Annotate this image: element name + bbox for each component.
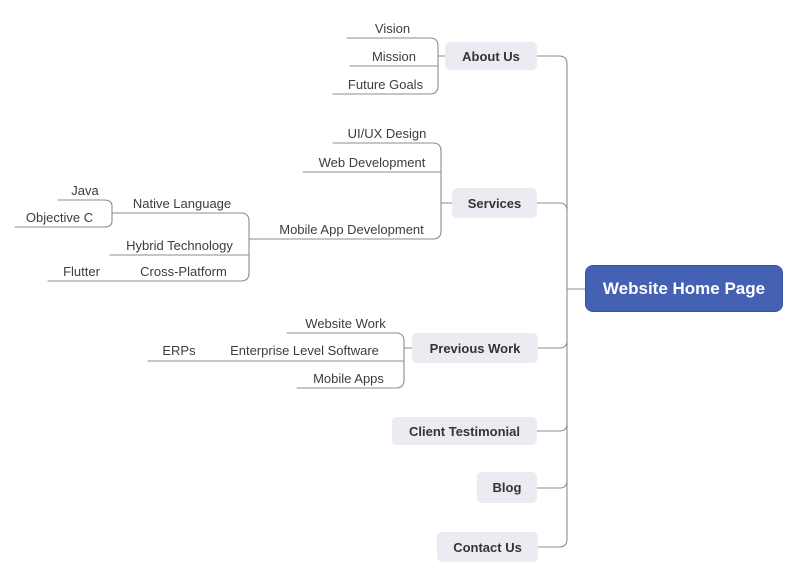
topic-native-language[interactable]: Native Language <box>132 196 232 211</box>
branch-services[interactable]: Services <box>452 188 537 218</box>
topic-erps[interactable]: ERPs <box>162 343 196 358</box>
topic-future-goals[interactable]: Future Goals <box>347 77 424 92</box>
branch-blog[interactable]: Blog <box>477 472 537 503</box>
topic-objective-c[interactable]: Objective C <box>25 210 94 225</box>
topic-website-work[interactable]: Website Work <box>305 316 386 331</box>
topic-uiux-design[interactable]: UI/UX Design <box>347 126 427 141</box>
branch-contact-us[interactable]: Contact Us <box>437 532 538 562</box>
topic-java[interactable]: Java <box>71 183 99 198</box>
topic-mobile-apps[interactable]: Mobile Apps <box>313 371 384 386</box>
topic-cross-platform[interactable]: Cross-Platform <box>140 264 227 279</box>
branch-client-testimonial[interactable]: Client Testimonial <box>392 417 537 445</box>
branch-previous-work[interactable]: Previous Work <box>412 333 538 363</box>
topic-mission[interactable]: Mission <box>371 49 417 64</box>
branch-about-us[interactable]: About Us <box>445 42 537 70</box>
topic-mobile-app-development[interactable]: Mobile App Development <box>279 222 424 237</box>
topic-enterprise-level-software[interactable]: Enterprise Level Software <box>230 343 379 358</box>
topic-web-development[interactable]: Web Development <box>318 155 426 170</box>
topic-hybrid-technology[interactable]: Hybrid Technology <box>126 238 233 253</box>
topic-flutter[interactable]: Flutter <box>63 264 100 279</box>
topic-vision[interactable]: Vision <box>374 21 411 36</box>
root-topic-website-home-page[interactable]: Website Home Page <box>585 265 783 312</box>
